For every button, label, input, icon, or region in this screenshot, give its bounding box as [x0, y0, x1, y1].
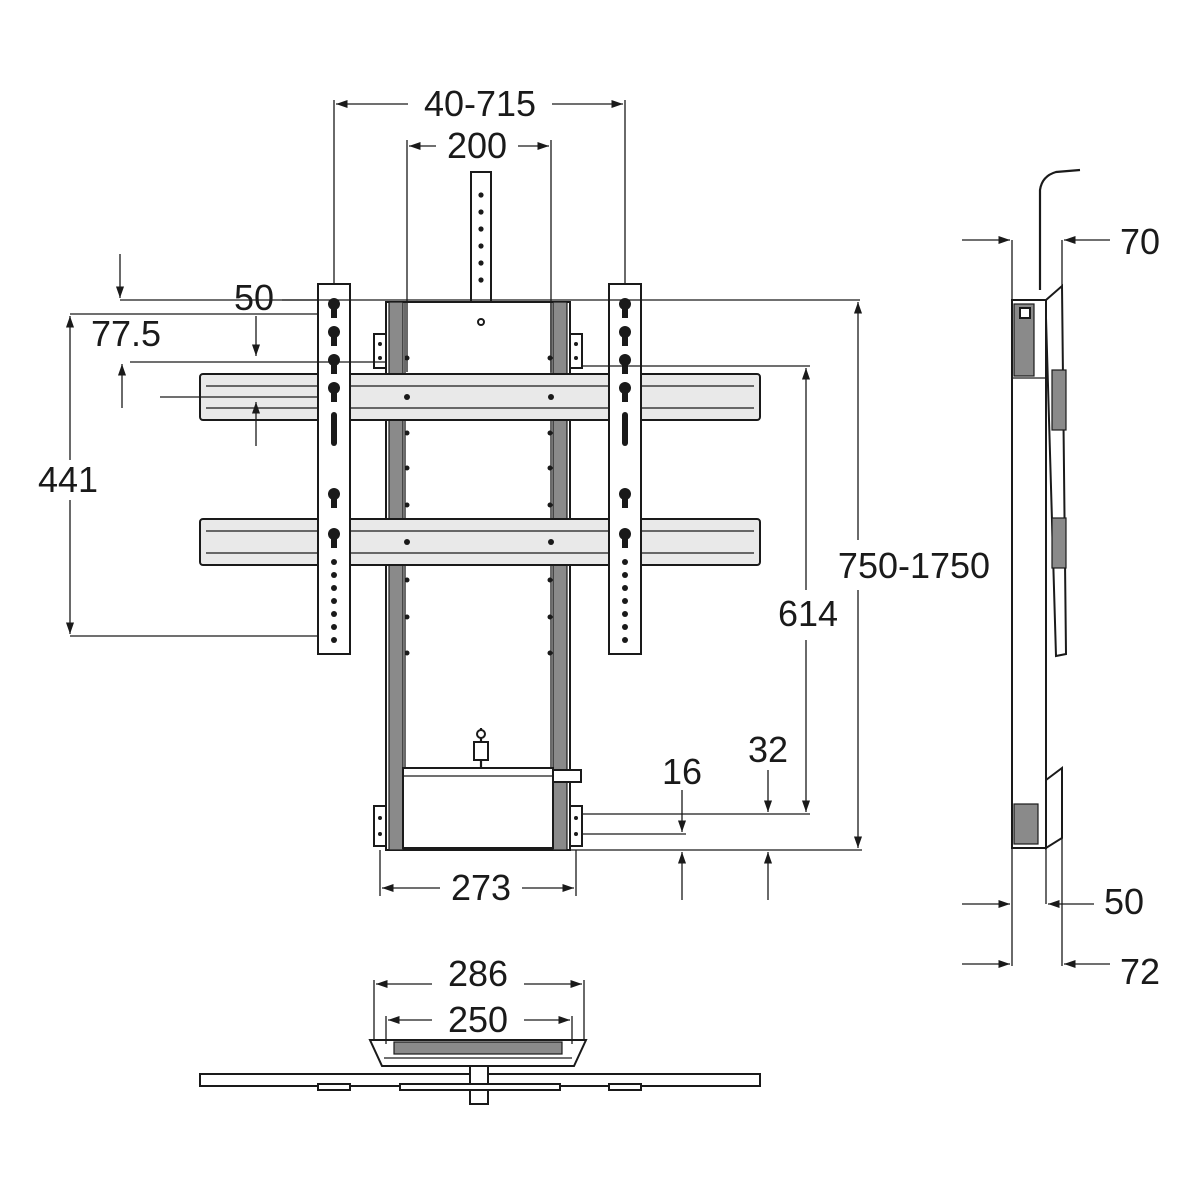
side-view	[962, 168, 1110, 969]
column-rail-right	[552, 301, 568, 851]
dim-base-offset-16: 16	[662, 751, 702, 792]
dim-bracket-offset: 77.5	[91, 313, 161, 354]
dim-hole-step: 50	[234, 277, 274, 318]
side-column	[1011, 299, 1047, 849]
dim-side-depth-top: 70	[1120, 221, 1160, 262]
dim-base-offset-32: 32	[748, 729, 788, 770]
dimension-labels: 40-715 200 50 77.5 441 750-1750 614 32 1…	[38, 83, 1160, 1040]
dim-column-spacing: 200	[447, 125, 507, 166]
dim-height-range: 750-1750	[838, 545, 990, 586]
dim-width-range: 40-715	[424, 83, 536, 124]
front-view	[65, 99, 863, 900]
plan-view	[199, 979, 761, 1105]
left-vesa-bracket	[317, 283, 351, 655]
column-holes	[404, 355, 553, 656]
post-holes	[478, 192, 484, 283]
dim-side-depth-50: 50	[1104, 881, 1144, 922]
dim-base-width: 273	[451, 867, 511, 908]
dim-plan-width-250: 250	[448, 999, 508, 1040]
right-vesa-bracket	[608, 283, 642, 655]
dim-plan-width-286: 286	[448, 953, 508, 994]
dim-bracket-height: 441	[38, 459, 98, 500]
column-rail-left	[388, 301, 404, 851]
dim-side-depth-72: 72	[1120, 951, 1160, 992]
motor-housing	[402, 767, 554, 849]
dim-rail-to-base: 614	[778, 593, 838, 634]
lower-rail	[199, 518, 761, 566]
